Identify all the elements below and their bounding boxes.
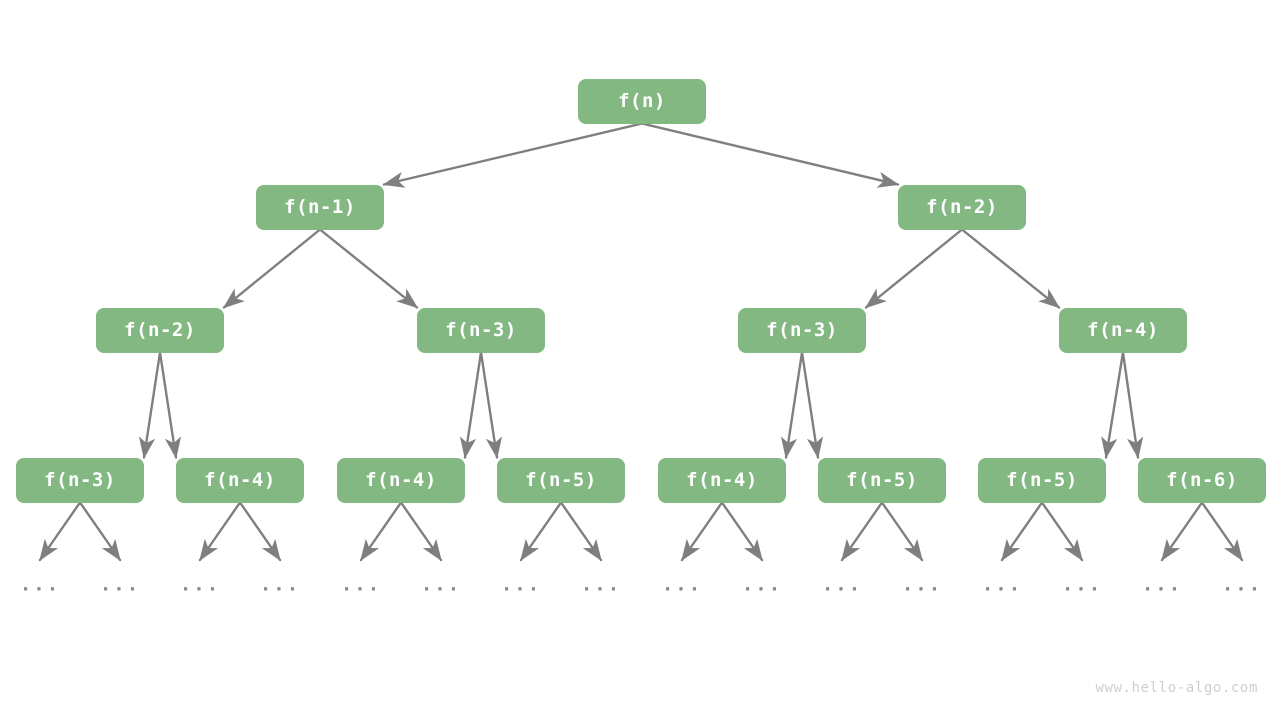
ellipsis-edge-12	[1000, 501, 1044, 562]
tree-node-n2: f(n-2)	[898, 184, 1026, 230]
ellipsis-edge-10	[840, 501, 884, 562]
edge-n5-to-n12	[800, 351, 824, 459]
ellipsis-edge-4	[359, 501, 403, 562]
ellipsis-edge-3	[238, 501, 282, 562]
ellipsis-edge-9	[720, 501, 764, 562]
ellipsis-edge-5	[399, 501, 443, 562]
ellipsis-3: ...	[259, 573, 301, 596]
ellipsis-7: ...	[580, 573, 622, 596]
edge-n2-to-n5	[864, 228, 964, 309]
ellipsis-edge-8	[680, 501, 724, 562]
ellipsis-edges	[38, 501, 1244, 562]
ellipsis-8: ...	[661, 573, 703, 596]
edge-n3-to-n8	[158, 351, 182, 459]
tree-node-n9: f(n-4)	[337, 457, 465, 503]
ellipsis-5: ...	[420, 573, 462, 596]
ellipsis-edge-14	[1160, 501, 1204, 562]
edge-n1-to-n3	[222, 228, 322, 309]
ellipsis-4: ...	[340, 573, 382, 596]
edge-n6-to-n13	[1101, 351, 1125, 459]
ellipsis-13: ...	[1061, 573, 1103, 596]
ellipsis-edge-15	[1200, 501, 1244, 562]
ellipsis-edge-0	[38, 501, 82, 562]
edge-n2-to-n6	[960, 228, 1061, 309]
tree-node-n0: f(n)	[578, 78, 706, 124]
tree-node-n6: f(n-4)	[1059, 307, 1187, 353]
ellipsis-edge-11	[880, 501, 924, 562]
edge-n4-to-n10	[479, 351, 503, 459]
tree-node-n7: f(n-3)	[16, 457, 144, 503]
tree-node-n5: f(n-3)	[738, 307, 866, 353]
ellipsis-14: ...	[1141, 573, 1183, 596]
edge-n5-to-n11	[780, 351, 804, 459]
edge-n3-to-n7	[138, 351, 162, 459]
ellipsis-6: ...	[500, 573, 542, 596]
ellipsis-edge-6	[519, 501, 563, 562]
tree-node-n10: f(n-5)	[497, 457, 625, 503]
tree-node-n4: f(n-3)	[417, 307, 545, 353]
watermark: www.hello-algo.com	[1095, 680, 1258, 696]
tree-edges	[138, 122, 1144, 459]
tree-node-n1: f(n-1)	[256, 184, 384, 230]
ellipsis-11: ...	[901, 573, 943, 596]
ellipsis-0: ...	[19, 573, 61, 596]
ellipsis-edge-2	[198, 501, 242, 562]
edge-n0-to-n2	[640, 122, 900, 188]
ellipsis-12: ...	[981, 573, 1023, 596]
ellipsis-10: ...	[821, 573, 863, 596]
edge-n1-to-n4	[318, 228, 419, 309]
tree-node-n8: f(n-4)	[176, 457, 304, 503]
ellipsis-edge-13	[1040, 501, 1084, 562]
ellipsis-edge-7	[559, 501, 603, 562]
ellipsis-2: ...	[179, 573, 221, 596]
ellipsis-9: ...	[741, 573, 783, 596]
ellipsis-edge-1	[78, 501, 122, 562]
tree-node-n13: f(n-5)	[978, 457, 1106, 503]
ellipsis-1: ...	[99, 573, 141, 596]
tree-node-n14: f(n-6)	[1138, 457, 1266, 503]
edge-n6-to-n14	[1121, 351, 1144, 459]
edge-n0-to-n1	[382, 122, 644, 188]
tree-node-n3: f(n-2)	[96, 307, 224, 353]
ellipsis-15: ...	[1221, 573, 1263, 596]
tree-node-n12: f(n-5)	[818, 457, 946, 503]
edge-n4-to-n9	[459, 351, 483, 459]
tree-node-n11: f(n-4)	[658, 457, 786, 503]
